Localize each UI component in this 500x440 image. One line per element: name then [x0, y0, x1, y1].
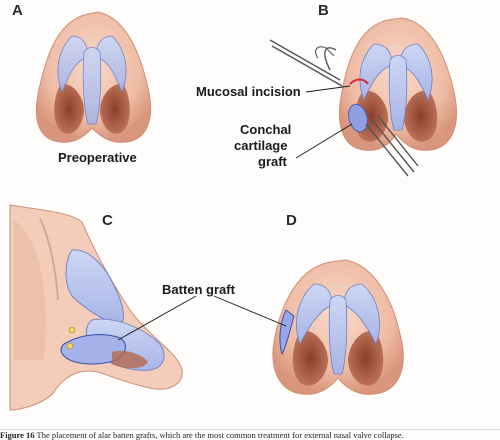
panel-c-bone-edge [39, 217, 59, 301]
panel-a-letter: A [12, 2, 23, 19]
panel-d-letter: D [286, 212, 297, 229]
panel-b-retractor [269, 39, 343, 87]
panel-c-nostril [112, 350, 148, 369]
conchal-graft-label-line-3: graft [258, 154, 287, 169]
panel-b-graft-leader [295, 123, 353, 159]
panel-d-left-lateral-crus [296, 283, 332, 346]
panel-b-nose [269, 17, 458, 177]
panel-b-incision-line [349, 78, 369, 85]
conchal-graft-label-line-1: Conchal [240, 122, 292, 137]
panel-c-suture-1 [68, 326, 76, 334]
panel-c-letter: C [102, 212, 113, 229]
batten-graft-label: Batten graft [162, 282, 235, 297]
panel-a-right-lateral-crus [96, 35, 127, 94]
figure-number: Figure 16 [0, 430, 35, 440]
panel-b-incision-leader [305, 85, 351, 93]
panel-b-retractor-hook [314, 46, 335, 59]
batten-leader-to-d [213, 295, 287, 327]
panel-d-medial-crura [328, 295, 348, 375]
figure-caption: Figure 16 The placement of alar batten g… [0, 429, 500, 440]
figure-caption-text: The placement of alar batten grafts, whi… [36, 430, 404, 440]
batten-leader-to-c [117, 295, 197, 341]
panel-b-medial-crura [388, 55, 408, 131]
panel-a-left-lateral-crus [57, 35, 88, 94]
panel-d-right-lateral-crus [344, 283, 380, 346]
panel-b-conchal-graft [348, 103, 368, 133]
panel-d-batten-graft [279, 309, 295, 356]
panel-d-nose [272, 259, 404, 395]
preoperative-label: Preoperative [58, 150, 137, 165]
panel-d-right-nostril [347, 330, 384, 386]
panel-d-left-nostril [292, 330, 329, 386]
mucosal-incision-label: Mucosal incision [196, 84, 301, 99]
panel-a-medial-crura [82, 47, 102, 125]
panel-c-profile [9, 204, 183, 411]
panel-b-letter: B [318, 2, 329, 19]
panel-b-forceps [365, 115, 419, 177]
panel-b-right-lateral-crus [400, 43, 433, 102]
conchal-graft-label-line-2: cartilage [234, 138, 288, 153]
panel-a-left-nostril [54, 84, 85, 134]
panel-b-left-lateral-crus [359, 43, 392, 102]
panel-c-suture-2 [66, 342, 74, 350]
panel-c-cheek-shadow [14, 220, 46, 360]
panel-a-nose [35, 11, 152, 143]
panel-c-batten-graft [60, 334, 126, 365]
panel-b-right-nostril [403, 90, 438, 142]
panel-a-right-nostril [99, 84, 130, 134]
